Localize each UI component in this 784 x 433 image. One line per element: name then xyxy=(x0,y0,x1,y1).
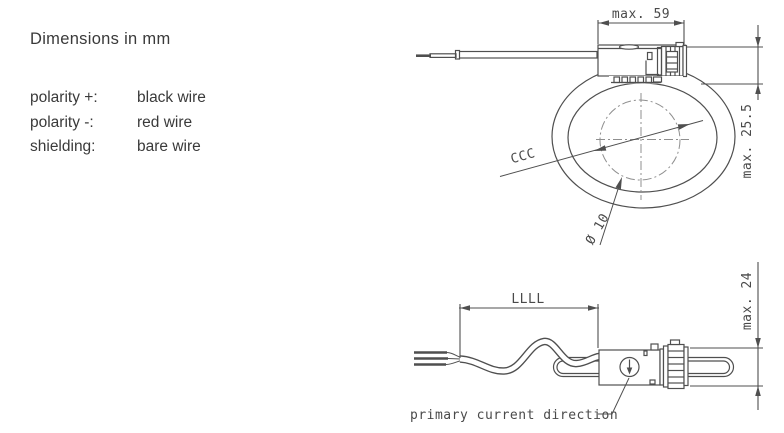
housing-side-view xyxy=(598,339,689,390)
dim-lead-length xyxy=(459,304,599,358)
wiring-label: polarity +: xyxy=(30,89,98,106)
wiring-row-polarity-minus: polarity -: red wire xyxy=(30,111,310,136)
top-view-drawing: max. 59 max. 25.5 CCC Ø 10 xyxy=(416,7,763,247)
housing-top-view xyxy=(597,41,688,84)
dim-height-max24 xyxy=(690,262,763,410)
current-note-leader xyxy=(598,377,630,415)
cable-top-view xyxy=(416,49,598,60)
lead-wires xyxy=(414,351,462,366)
wiring-value: black wire xyxy=(137,89,206,106)
dim-width-max59 xyxy=(597,20,685,44)
wiring-label: shielding: xyxy=(30,138,96,155)
wiring-value: red wire xyxy=(137,113,193,131)
wiring-table: polarity +: black wire polarity -: red w… xyxy=(30,86,310,160)
dim-aperture-label: Ø 10 xyxy=(583,211,613,247)
housing-flange-teeth xyxy=(609,76,683,84)
leader-aperture-dia xyxy=(599,177,622,246)
dim-height-max25-5 xyxy=(687,25,763,100)
dim-height-label: max. 25.5 xyxy=(740,104,755,179)
cable-side-view xyxy=(459,337,600,375)
wiring-row-shielding: shielding: bare wire xyxy=(30,135,310,160)
dimensions-note: Dimensions in mm xyxy=(30,30,171,48)
dim-width-label: max. 59 xyxy=(612,7,670,22)
notes-panel: Dimensions in mm polarity +: black wire … xyxy=(30,30,310,155)
wiring-value: bare wire xyxy=(137,138,201,155)
connector-side-view xyxy=(659,339,689,390)
dim-outer-diameter-label: CCC xyxy=(509,146,537,167)
dim-outer-diameter-ccc xyxy=(499,120,704,177)
side-view-drawing: LLLL max. 24 primary current direction xyxy=(410,262,763,423)
dim-height24-label: max. 24 xyxy=(740,272,755,330)
dim-lead-length-label: LLLL xyxy=(511,292,544,307)
wiring-row-polarity-plus: polarity +: black wire xyxy=(30,86,310,111)
wiring-label: polarity -: xyxy=(30,113,94,131)
current-note-label: primary current direction xyxy=(410,408,618,423)
current-direction-symbol xyxy=(619,356,640,378)
